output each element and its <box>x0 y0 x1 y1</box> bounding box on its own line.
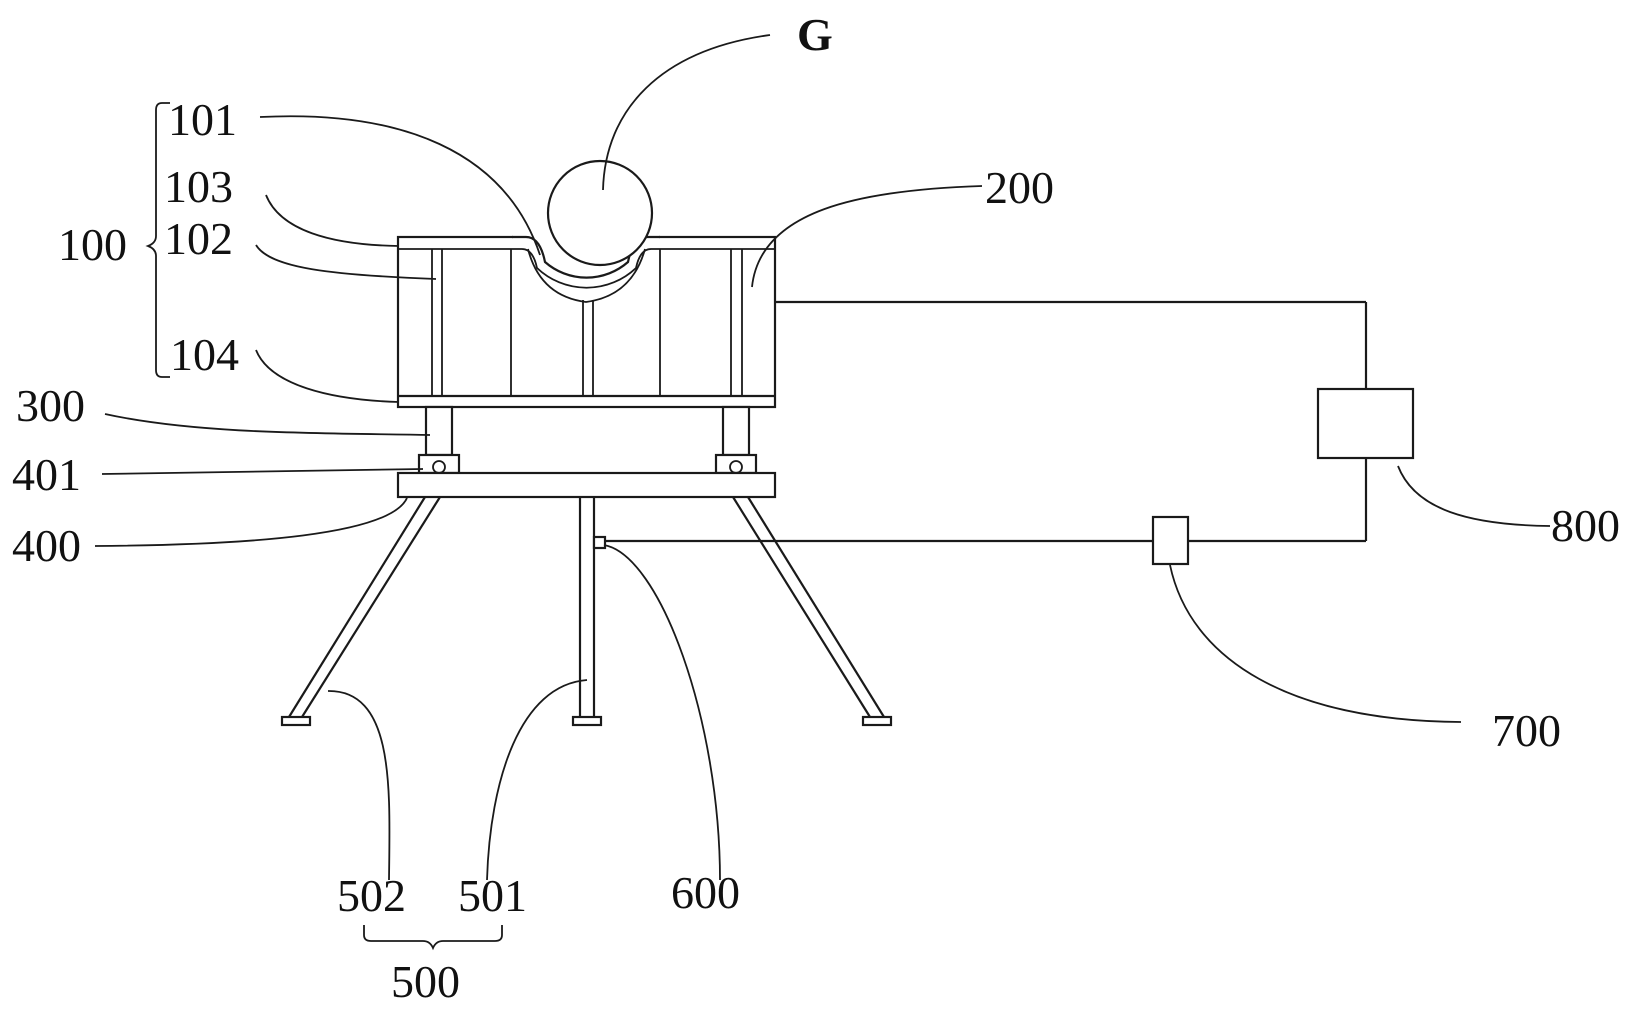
label-700: 700 <box>1492 705 1561 756</box>
leg-left-inner <box>301 496 441 718</box>
leader-lines <box>94 34 1551 881</box>
label-g: G <box>797 9 833 60</box>
foot-left <box>280 715 312 727</box>
slider-right <box>714 453 758 475</box>
leader-700 <box>1169 564 1462 723</box>
label-102: 102 <box>164 213 233 264</box>
leg-right-outer <box>747 496 885 718</box>
labels: G 101 103 102 100 104 200 300 401 400 80… <box>12 9 1620 1007</box>
foot-center <box>571 715 603 727</box>
sensor-600 <box>592 535 607 550</box>
label-200: 200 <box>985 162 1054 213</box>
cylinder-left-300 <box>424 405 454 457</box>
label-100: 100 <box>58 219 127 270</box>
leader-101 <box>259 115 541 256</box>
leg-right-inner <box>732 496 871 718</box>
frame-outer <box>396 235 777 409</box>
label-501: 501 <box>458 870 527 921</box>
label-600: 600 <box>671 867 740 918</box>
lift-cylinders <box>417 405 758 475</box>
label-502: 502 <box>337 870 406 921</box>
leader-502 <box>327 690 391 881</box>
label-103: 103 <box>164 161 233 212</box>
leader-401 <box>101 468 424 475</box>
support-frame <box>396 233 777 409</box>
label-101: 101 <box>168 94 237 145</box>
leader-200 <box>751 185 983 288</box>
base-plate-400 <box>396 471 777 499</box>
leader-102 <box>255 244 437 280</box>
label-401: 401 <box>12 449 81 500</box>
cylinder-right <box>721 405 751 457</box>
leader-600 <box>603 544 721 881</box>
wiring <box>605 300 1415 566</box>
label-500: 500 <box>391 956 460 1007</box>
leg-left-outer <box>288 496 426 718</box>
saddle-base <box>527 248 646 303</box>
controller-800 <box>1316 387 1415 460</box>
pipe-g <box>546 159 654 267</box>
label-400: 400 <box>12 520 81 571</box>
module-700 <box>1151 515 1190 566</box>
label-300: 300 <box>16 380 85 431</box>
label-800: 800 <box>1551 500 1620 551</box>
slider-left-401 <box>417 453 461 475</box>
saddle-inner-103 <box>512 248 660 289</box>
brace-100 <box>145 102 170 378</box>
legs-500 <box>280 496 893 727</box>
label-104: 104 <box>170 329 239 380</box>
leader-300 <box>104 413 431 436</box>
leader-501 <box>486 679 588 881</box>
leader-104 <box>255 349 400 403</box>
foot-right <box>861 715 893 727</box>
leader-g <box>602 34 771 191</box>
leader-103 <box>265 194 400 247</box>
brace-500 <box>363 925 503 951</box>
leader-400 <box>94 497 408 547</box>
leader-800 <box>1397 465 1551 527</box>
